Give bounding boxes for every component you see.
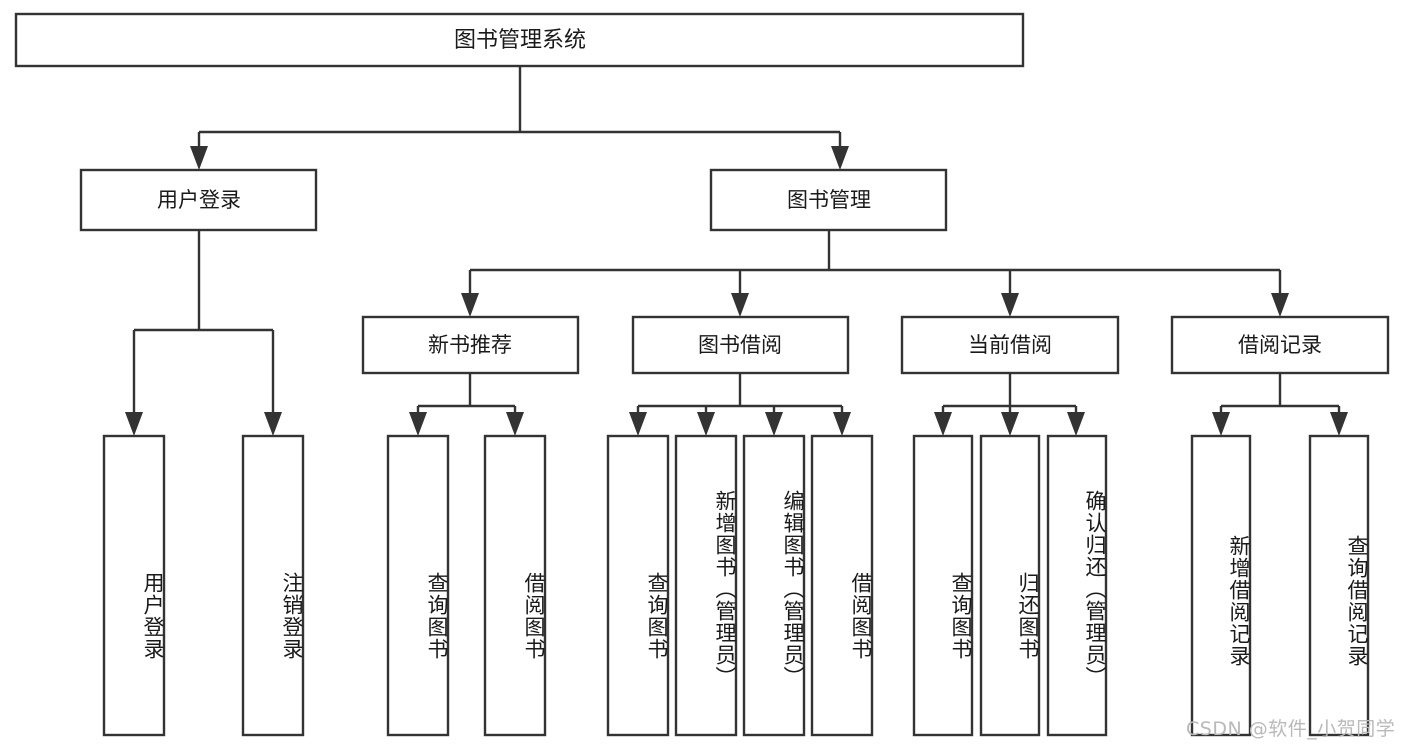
arrow-head-icon bbox=[190, 146, 208, 170]
leaf-box-query-borrow-record[interactable] bbox=[1308, 434, 1370, 737]
leaf-box-query-book-bb[interactable] bbox=[606, 434, 670, 737]
connector-bookmgmt-to-level2 bbox=[461, 230, 1289, 317]
arrow-head-icon bbox=[697, 412, 715, 436]
node-borrow-record-label: 借阅记录 bbox=[1238, 333, 1322, 357]
node-new-book-recommend[interactable]: 新书推荐 bbox=[361, 315, 580, 375]
arrow-head-icon bbox=[765, 412, 783, 436]
arrow-head-icon bbox=[1067, 412, 1085, 436]
arrow-head-icon bbox=[125, 412, 143, 436]
arrow-head-icon bbox=[461, 293, 479, 317]
arrow-head-icon bbox=[506, 412, 524, 436]
arrow-head-icon bbox=[629, 412, 647, 436]
connector-newbook-to-leaves bbox=[409, 373, 524, 436]
node-new-book-recommend-label: 新书推荐 bbox=[428, 333, 512, 357]
leaf-box-add-book-admin[interactable] bbox=[674, 434, 738, 737]
arrow-head-icon bbox=[1330, 412, 1348, 436]
connector-bookborrow-to-leaves bbox=[629, 373, 851, 436]
arrow-head-icon bbox=[934, 412, 952, 436]
leaf-box-borrow-book-nb[interactable] bbox=[483, 434, 547, 737]
node-user-login[interactable]: 用户登录 bbox=[79, 168, 318, 232]
arrow-head-icon bbox=[1271, 293, 1289, 317]
leaf-box-user-login[interactable] bbox=[102, 434, 166, 737]
leaf-box-query-book-cb[interactable] bbox=[912, 434, 974, 737]
node-book-borrow-label: 图书借阅 bbox=[698, 333, 782, 357]
arrow-head-icon bbox=[1001, 412, 1019, 436]
arrow-head-icon bbox=[264, 412, 282, 436]
node-user-login-label: 用户登录 bbox=[157, 188, 241, 212]
node-book-management[interactable]: 图书管理 bbox=[709, 168, 948, 232]
leaf-box-borrow-book-bb[interactable] bbox=[810, 434, 874, 737]
csdn-watermark: CSDN @软件_小贺同学 bbox=[1186, 718, 1396, 740]
arrow-head-icon bbox=[831, 146, 849, 170]
node-book-borrow[interactable]: 图书借阅 bbox=[631, 315, 850, 375]
leaf-box-edit-book-admin[interactable] bbox=[742, 434, 806, 737]
leaf-box-confirm-return-admin[interactable] bbox=[1046, 434, 1108, 737]
connector-userlogin-to-leaves bbox=[125, 230, 282, 436]
leaf-box-query-book-nb[interactable] bbox=[386, 434, 450, 737]
node-root-label: 图书管理系统 bbox=[454, 28, 586, 53]
leaf-box-logout[interactable] bbox=[241, 434, 305, 737]
node-current-borrow[interactable]: 当前借阅 bbox=[900, 315, 1120, 375]
leaf-box-return-book[interactable] bbox=[979, 434, 1041, 737]
arrow-head-icon bbox=[731, 293, 749, 317]
connector-borrowrecord-to-leaves bbox=[1212, 373, 1348, 436]
node-current-borrow-label: 当前借阅 bbox=[968, 333, 1052, 357]
arrow-head-icon bbox=[409, 412, 427, 436]
connector-currentborrow-to-leaves bbox=[934, 373, 1085, 436]
node-book-management-label: 图书管理 bbox=[787, 188, 871, 212]
node-root-system[interactable]: 图书管理系统 bbox=[14, 12, 1025, 68]
arrow-head-icon bbox=[1212, 412, 1230, 436]
connector-root-to-level1 bbox=[190, 66, 849, 170]
node-borrow-record[interactable]: 借阅记录 bbox=[1170, 315, 1390, 375]
leaf-box-add-borrow-record[interactable] bbox=[1190, 434, 1252, 737]
arrow-head-icon bbox=[833, 412, 851, 436]
arrow-head-icon bbox=[1001, 293, 1019, 317]
